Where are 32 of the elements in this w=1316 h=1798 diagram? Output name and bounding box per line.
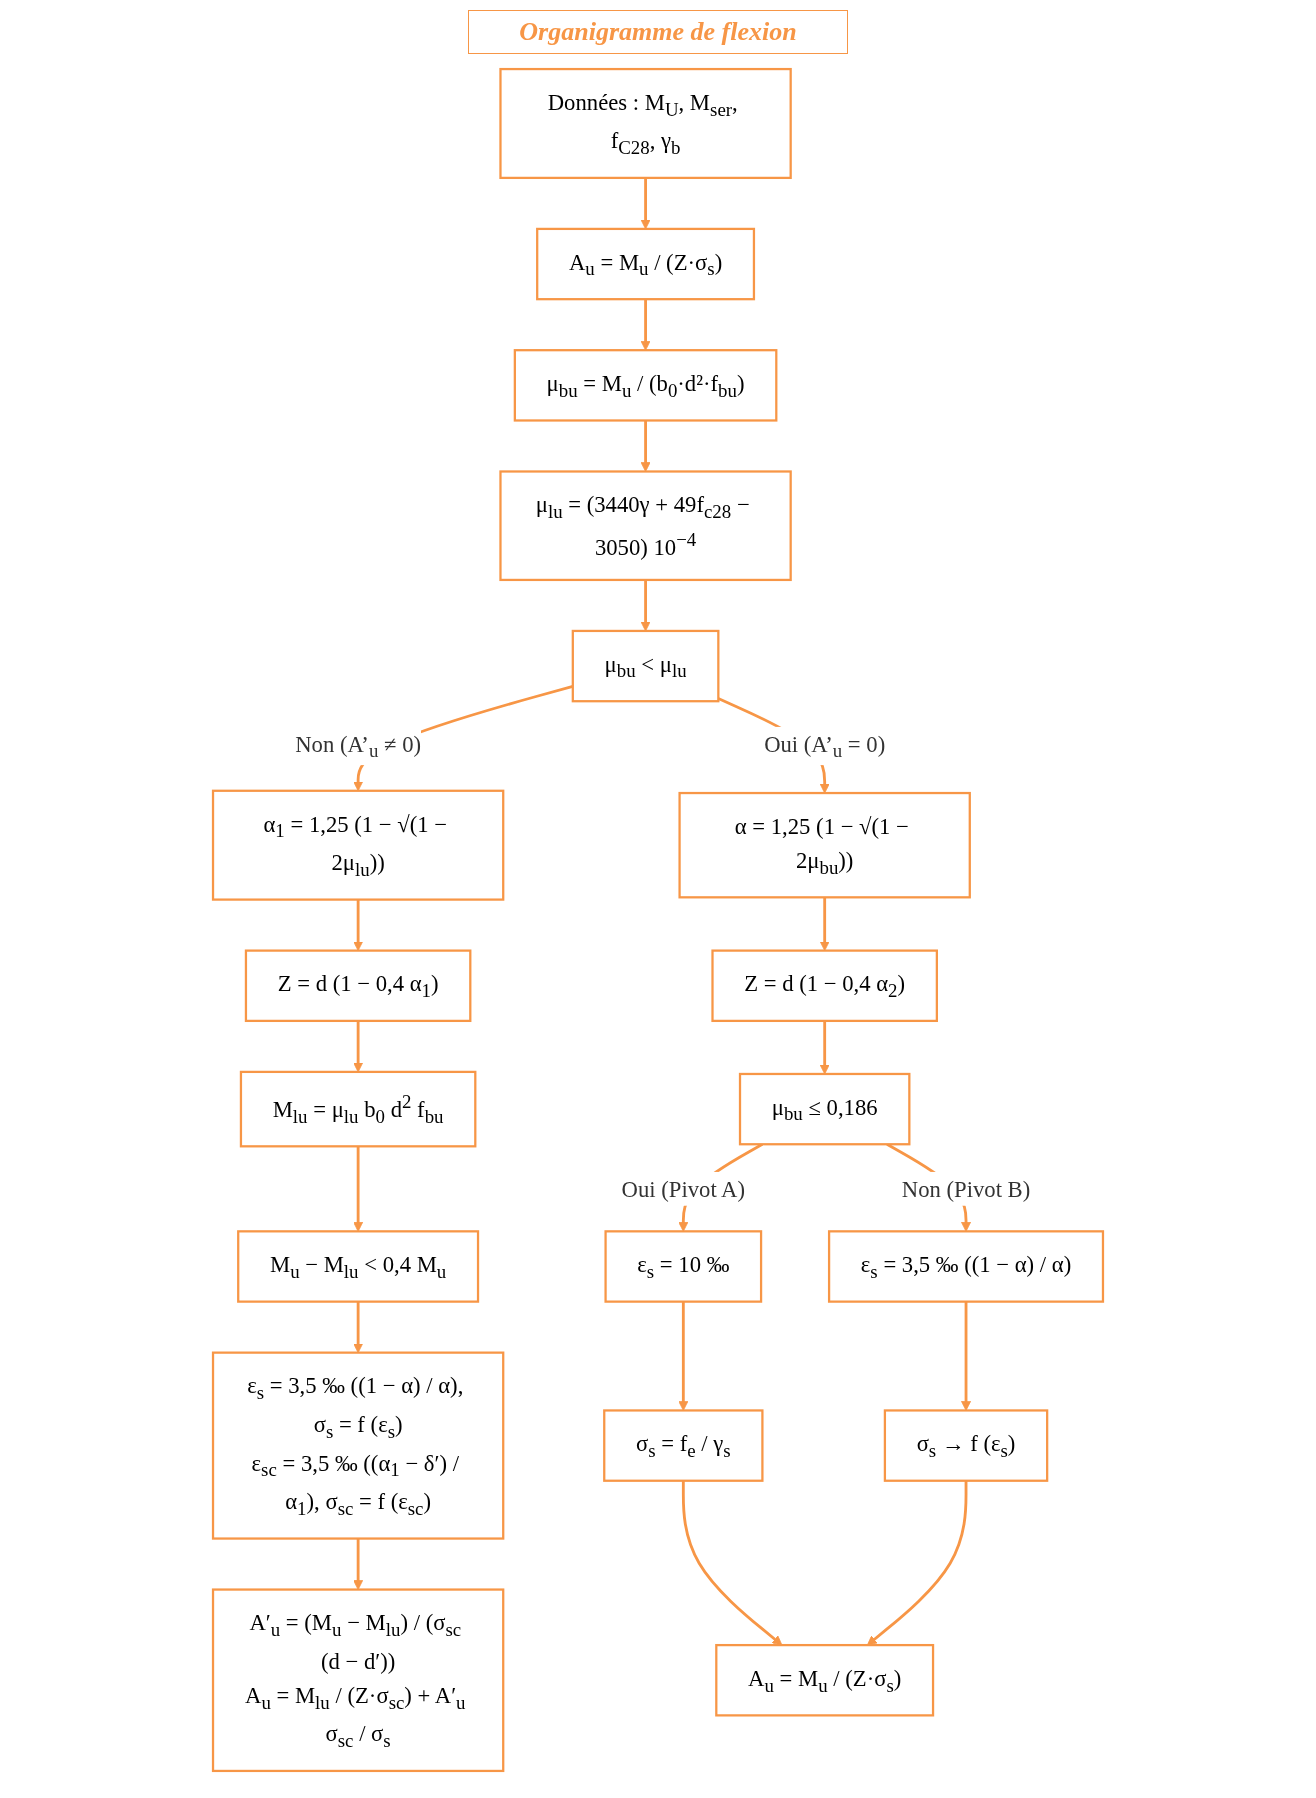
arrow bbox=[353, 1146, 364, 1232]
node-box: A$_{u}$ = M$_{u}$ / (Z·σ$_{s}$) bbox=[715, 1643, 935, 1717]
node-box: α = 1,25 (1 − √(1 − 2μ$_{bu}$)) bbox=[678, 791, 971, 899]
edge-label: Oui (A’$_{u}$ = 0) bbox=[764, 731, 886, 762]
node-box: A$_{u}$ = M$_{u}$ / (Z·σ$_{s}$) bbox=[536, 227, 756, 301]
arrow bbox=[961, 1301, 971, 1411]
node-box: Z = d (1 − 0,4 α$_{1}$) bbox=[244, 949, 472, 1023]
edge-label: Non (A’$_{u}$ ≠ 0) bbox=[295, 731, 422, 762]
node-box: M$_{lu}$ = μ$_{lu}$ b$_{0}$ d$^{2}$ f$_{bu}$ bbox=[239, 1070, 477, 1148]
node-box: μ$_{lu}$ = (3440γ + 49f$_{c28}$ − 3050) 10$^{−4}$ bbox=[499, 470, 792, 582]
node-box: A′$_{u}$ = (M$_{u}$ − M$_{lu}$) / (σ$_{sc}$ (d − d′)) A$_{u}$ = M$_{lu}$ / (Z·σ$_{sc}$) + A′$_{u}$ σ$_{sc}$ / σ$_{s}$ bbox=[211, 1588, 505, 1773]
node-box: σ$_{s}$ = f$_{e}$ / γ$_{s}$ bbox=[603, 1409, 764, 1482]
arrow bbox=[867, 1480, 968, 1646]
node-box: σ$_{s}$ → f (ε$_{s}$) bbox=[883, 1409, 1049, 1482]
node-box: ε$_{s}$ = 3,5 ‰ ((1 − α) / α) bbox=[827, 1230, 1105, 1303]
node-box: μ$_{bu}$ < μ$_{lu}$ bbox=[571, 629, 720, 703]
arrow bbox=[640, 420, 651, 472]
node-box: Données : M$_{U}$, M$_{ser}$, f$_{C28}$, γ$_{b}$ bbox=[499, 67, 792, 180]
edge-label: Non (Pivot B) bbox=[901, 1176, 1031, 1202]
node-box: M$_{u}$ − M$_{lu}$ < 0,4 M$_{u}$ bbox=[237, 1230, 480, 1303]
arrow bbox=[640, 299, 651, 351]
arrow bbox=[353, 1538, 364, 1590]
node-box: ε$_{s}$ = 10 ‰ bbox=[604, 1230, 763, 1303]
node-box: ε$_{s}$ = 3,5 ‰ ((1 − α) / α), σ$_{s}$ = f (ε$_{s}$) ε$_{sc}$ = 3,5 ‰ ((α$_{1}$ − δ′) / α$_{1}$), σ$_{sc}$ = f (ε$_{sc}$) bbox=[211, 1351, 505, 1540]
edge-label: Oui (Pivot A) bbox=[621, 1176, 746, 1202]
node-box: μ$_{bu}$ ≤ 0,186 bbox=[738, 1072, 911, 1146]
node-box: α$_{1}$ = 1,25 (1 − √(1 − 2μ$_{lu}$)) bbox=[211, 789, 505, 901]
node-box: Z = d (1 − 0,4 α$_{2}$) bbox=[711, 949, 938, 1023]
arrow bbox=[681, 1480, 783, 1646]
title: Organigramme de flexion bbox=[468, 10, 848, 54]
node-box: μ$_{bu}$ = M$_{u}$ / (b$_{0}$·d²·f$_{bu}$) bbox=[513, 349, 778, 422]
arrow bbox=[678, 1301, 689, 1411]
